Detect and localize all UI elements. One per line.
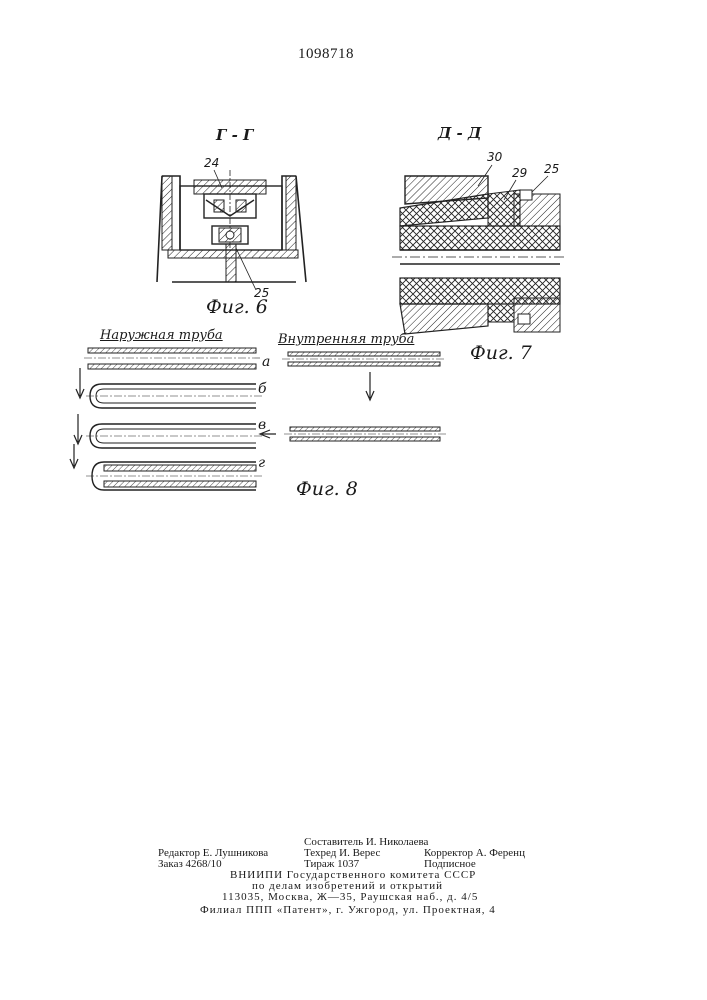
imprint-org-address: 113035, Москва, Ж—35, Раушская наб., д. … bbox=[222, 891, 478, 903]
imprint-order: Заказ 4268/10 bbox=[158, 858, 222, 870]
imprint-branch: Филиал ППП «Патент», г. Ужгород, ул. Про… bbox=[200, 904, 496, 916]
